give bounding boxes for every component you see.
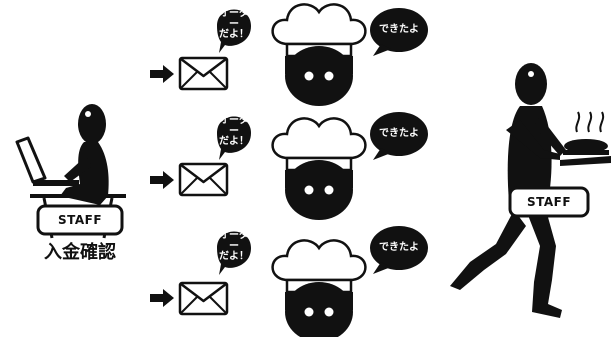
arrow-right-icon bbox=[150, 171, 174, 189]
steam-icon bbox=[576, 112, 579, 132]
envelope-icon bbox=[180, 164, 227, 195]
chef-icon bbox=[273, 118, 366, 220]
order-bubble-text-1: オーダー だよ！ bbox=[216, 10, 252, 40]
server-staff-tag-label: STAFF bbox=[510, 188, 588, 216]
done-bubble-text-3: できたよ bbox=[372, 240, 426, 256]
envelope-icon bbox=[180, 283, 227, 314]
chef-icon bbox=[273, 4, 366, 106]
tray-icon bbox=[560, 156, 611, 166]
envelope-icon bbox=[180, 58, 227, 89]
arrow-right-icon bbox=[150, 65, 174, 83]
steam-icon bbox=[588, 112, 591, 132]
payment-confirmation-caption: 入金確認 bbox=[28, 240, 132, 266]
order-bubble-text-2: オーダー だよ！ bbox=[216, 117, 252, 147]
chef-icon bbox=[273, 240, 366, 337]
steam-icon bbox=[600, 112, 603, 132]
order-bubble-text-3: オーダー だよ！ bbox=[216, 232, 252, 262]
kitchen-row-1 bbox=[150, 4, 428, 106]
arrow-right-icon bbox=[150, 289, 174, 307]
done-bubble-text-2: できたよ bbox=[372, 126, 426, 142]
done-bubble-text-1: できたよ bbox=[372, 22, 426, 38]
cashier-staff-tag-label: STAFF bbox=[38, 206, 122, 234]
